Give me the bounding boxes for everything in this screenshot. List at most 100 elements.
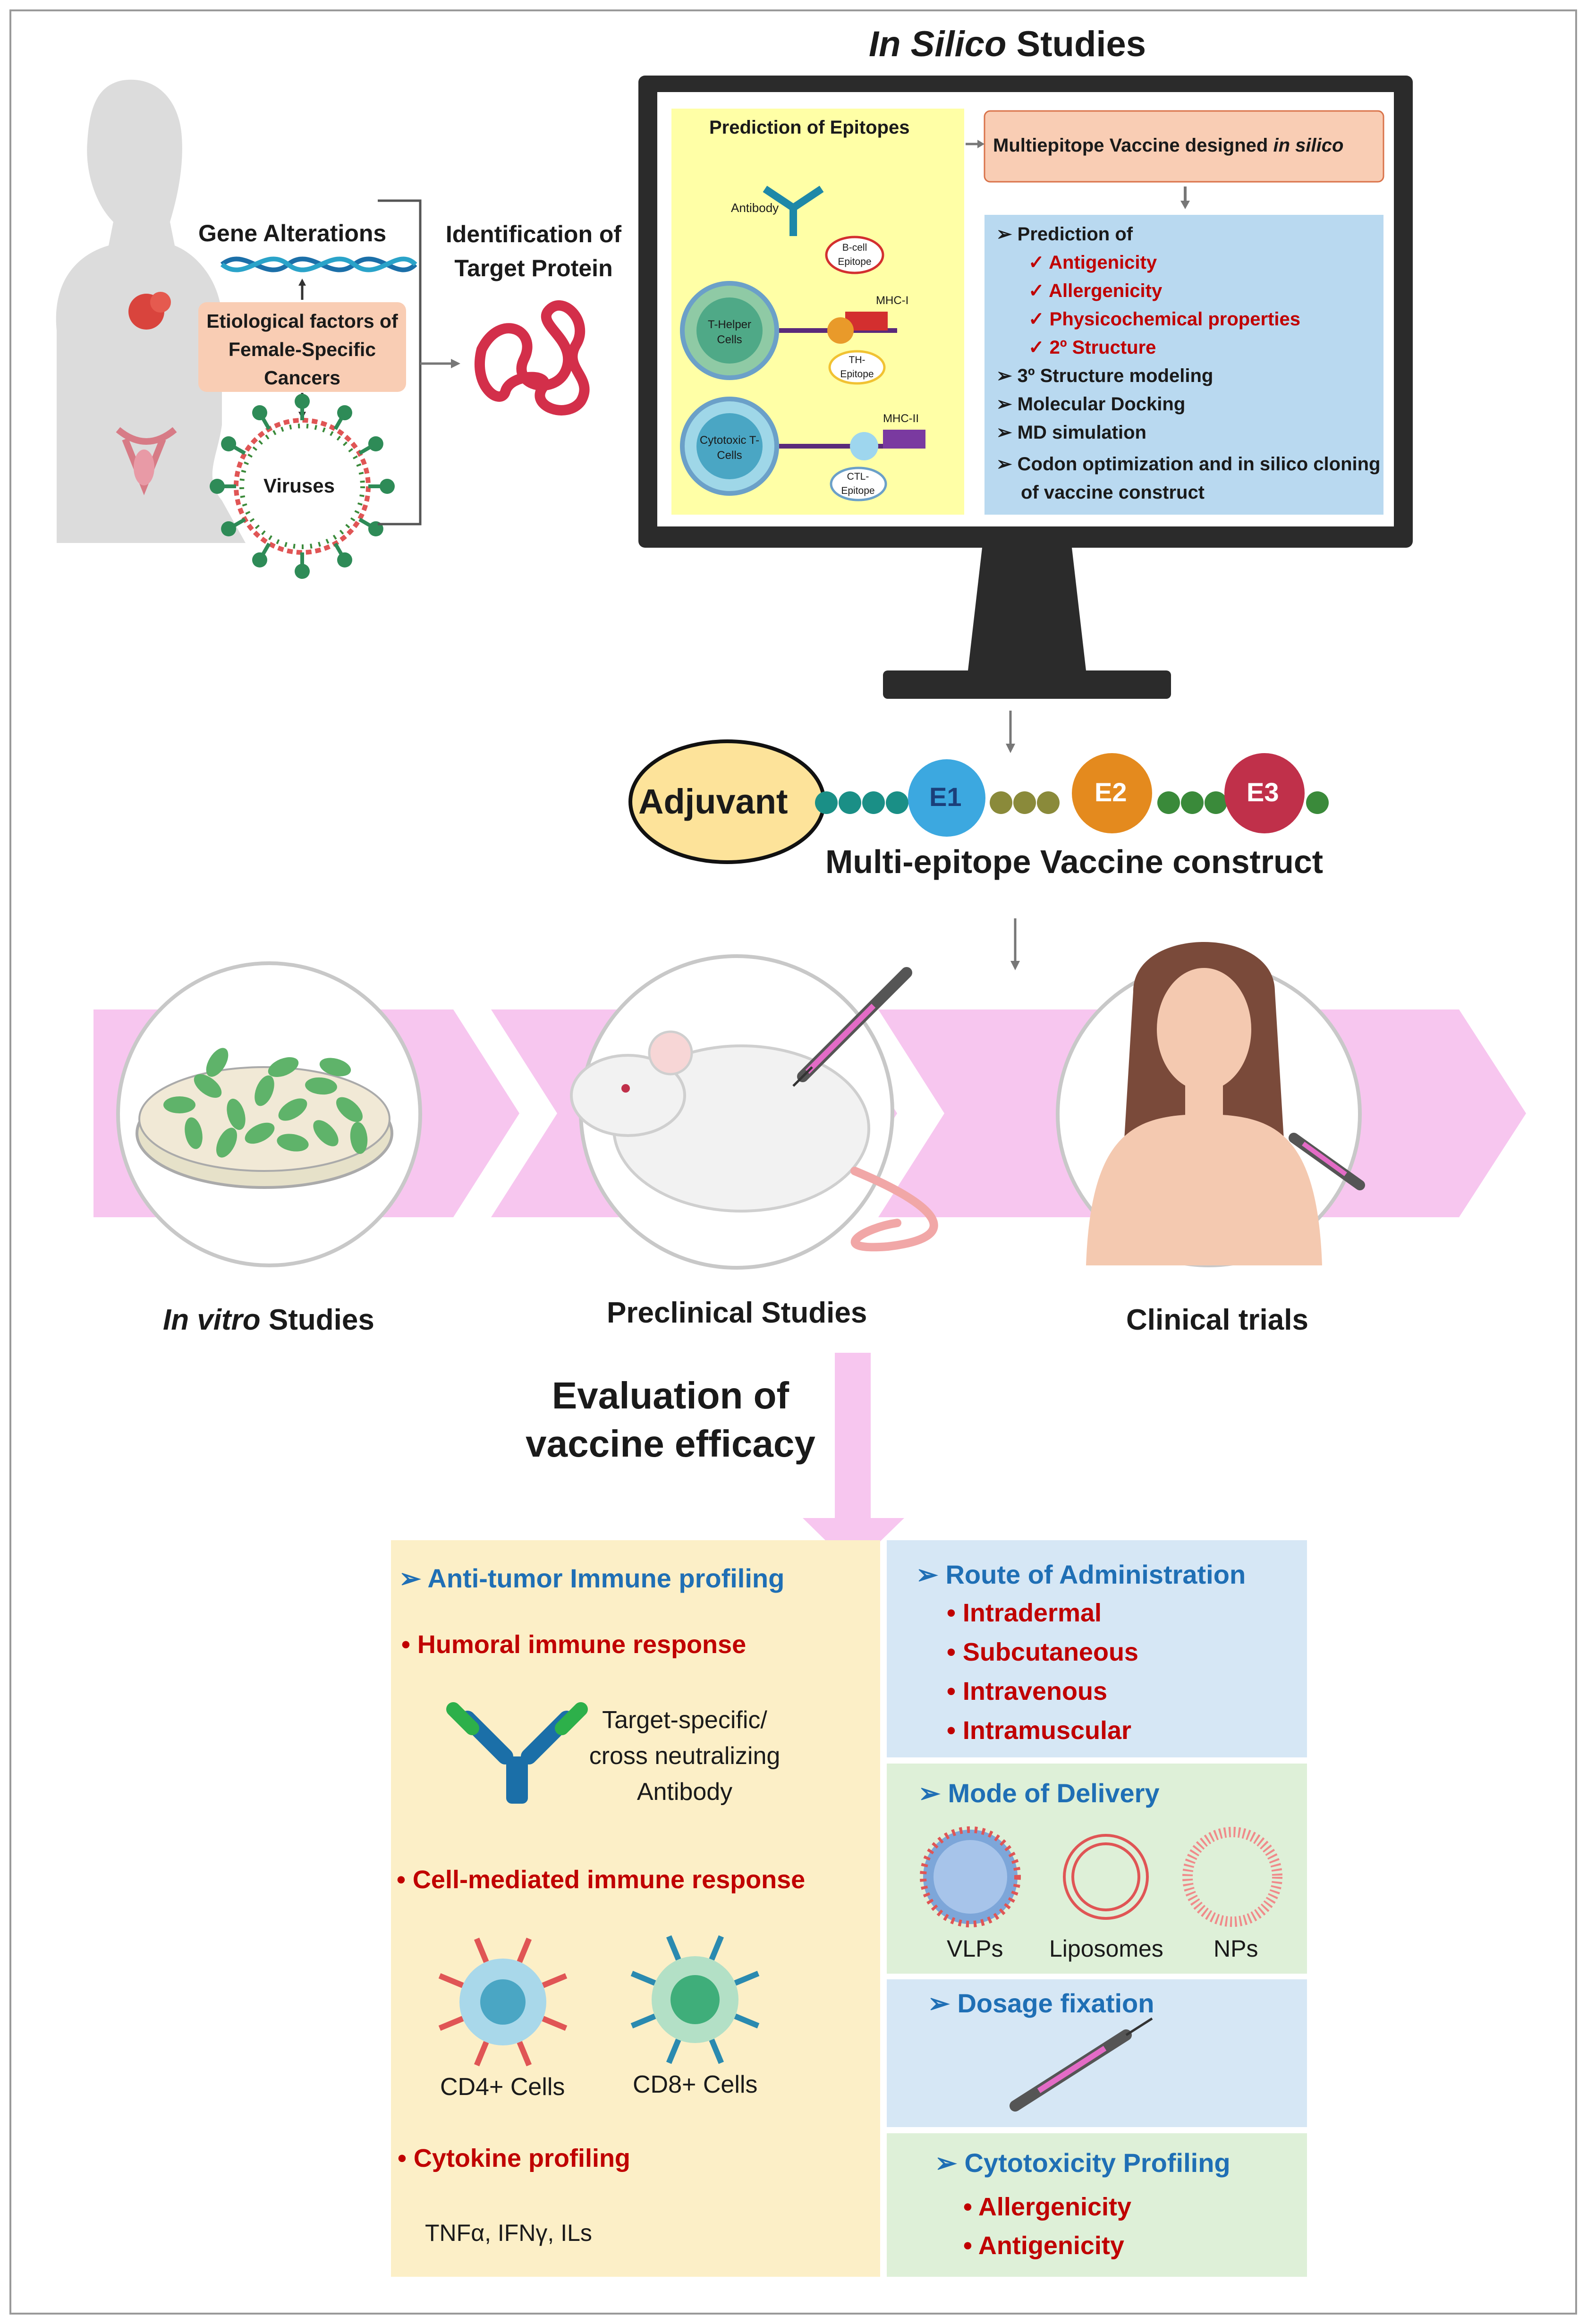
linker-bead [990,791,1012,814]
mhc2-mini-icon [779,430,925,460]
cytokine-label-text: Cytokine profiling [413,2144,630,2172]
in-vitro-label: In vitro Studies [163,1303,374,1337]
bullet-molecular-docking-text: Molecular Docking [1017,394,1186,415]
antibody-icon [446,1702,588,1804]
linker-bead [839,791,861,814]
cytokine-label: • Cytokine profiling [398,2144,630,2172]
cd4-label: CD4+ Cells [440,2073,565,2101]
t-helper-label: T-Helper Cells [707,318,752,346]
in-silico-title-rest: Studies [1016,24,1146,64]
cultured-cell [163,1096,195,1113]
cell-receptors [438,1935,760,2067]
syringe-mouse-icon [792,967,912,1087]
antibody-mini-icon [763,186,824,236]
gene-alterations-label: Gene Alterations [198,220,387,246]
route-intradermal: • Intradermal [947,1599,1102,1627]
woman-icon [1086,942,1322,1265]
linker-bead [1306,791,1329,814]
virus-spike-head [221,521,237,536]
bullet-codon-optimization: ➢ Codon optimization and in silico cloni… [996,454,1381,503]
cell-receptor [438,1973,464,1988]
route-title: ➢ Route of Administration [916,1560,1246,1589]
bullet-structure-modeling-text: 3º Structure modeling [1017,365,1214,386]
virus-spike-head [295,564,310,579]
cd8-label: CD8+ Cells [633,2071,758,2098]
viruses-label: Viruses [263,475,335,497]
check-allergenicity-text: Allergenicity [1049,280,1163,301]
adjuvant-label: Adjuvant [638,782,788,821]
cell-mediated-label-text: Cell-mediated immune response [412,1866,806,1894]
cell-receptor [630,2013,656,2029]
prediction-of-text: Prediction of [1017,224,1133,245]
humoral-label: • Humoral immune response [401,1630,747,1659]
virus-spike-head [295,394,310,409]
profiling-title: ➢ Anti-tumor Immune profiling [399,1563,785,1593]
immune-profiling-panel [391,1540,880,2277]
cultured-cell [278,1098,307,1121]
mhc2-label: MHC-II [883,412,919,425]
cultured-cell [350,1122,368,1154]
check-allergenicity: ✓ Allergenicity [1028,280,1163,301]
cell-receptor [542,2016,568,2031]
mhc1-label: MHC-I [876,294,909,307]
cultured-cell [185,1117,203,1149]
check-antigenicity: ✓ Antigenicity [1028,252,1157,273]
route-title-text: Route of Administration [945,1560,1246,1589]
in-vitro-label-italic: In vitro [163,1304,261,1336]
route-intradermal-text: Intradermal [962,1599,1102,1627]
cell-receptor [709,1935,724,1961]
antibody-description: Target-specific/ cross neutralizing Anti… [589,1706,781,1806]
cell-receptor [542,1973,568,1988]
vaccine-designed-prefix: Multiepitope Vaccine designed [993,135,1268,156]
cell-receptor [734,2013,760,2029]
cytotox-antigenicity-text: Antigenicity [978,2231,1124,2260]
linker-bead [1181,791,1204,814]
bullet-md-simulation-text: MD simulation [1017,422,1146,443]
profiling-title-text: Anti-tumor Immune profiling [427,1563,785,1593]
linker-bead [886,791,908,814]
e3-label: E3 [1247,777,1279,807]
in-silico-title: In Silico Studies [869,24,1146,65]
antibody-mini-label: Antibody [731,201,779,215]
route-panel [887,1540,1307,1757]
etiological-factors-label: Etiological factors of Female-Specific C… [206,310,398,389]
virus-spike-head [380,479,395,494]
cytotox-allergenicity-text: Allergenicity [978,2193,1132,2221]
cytokine-list: TNFα, IFNγ, ILs [425,2220,592,2246]
epitope-e2-blob [1072,753,1152,833]
preclinical-label: Preclinical Studies [607,1297,867,1329]
cultured-cell [268,1057,299,1077]
cultured-cell [194,1074,222,1098]
cultured-cells [163,1048,368,1158]
virus-spike-head [210,479,225,494]
cytotoxicity-panel [887,2133,1307,2277]
bullet-molecular-docking: ➢ Molecular Docking [996,394,1186,415]
check-physicochemical: ✓ Physicochemical properties [1028,309,1300,330]
cytotox-title-text: Cytotoxicity Profiling [964,2148,1231,2178]
route-intramuscular: • Intramuscular [947,1716,1132,1745]
dosage-syringe-icon [1010,2017,1153,2112]
humoral-label-text: Humoral immune response [417,1630,747,1659]
cytotoxic-label: Cytotoxic T-Cells [699,434,760,462]
cd4-cell-icon [459,1959,546,2045]
vaccine-designed-label: Multiepitope Vaccine designed in silico [993,135,1343,156]
ctl-epitope-label: CTL-Epitope [841,471,875,496]
evaluation-line-2: vaccine efficacy [526,1423,815,1465]
syringe-arm-icon [1289,1133,1365,1190]
cell-mediated-label: • Cell-mediated immune response [397,1866,806,1894]
cultured-cell [245,1122,275,1144]
cell-receptor [438,2016,464,2031]
cytotox-title: ➢ Cytotoxicity Profiling [935,2148,1231,2178]
dosage-title: ➢ Dosage fixation [928,1988,1154,2018]
bullet-codon-optimization-text: Codon optimization and in silico cloning… [1017,454,1381,503]
liposome-icon [1063,1834,1149,1920]
cultured-cell [216,1128,237,1158]
route-subcutaneous: • Subcutaneous [947,1638,1138,1666]
check-physicochemical-text: Physicochemical properties [1049,309,1300,330]
bullet-md-simulation: ➢ MD simulation [996,422,1146,443]
th-epitope-label: TH-Epitope [840,355,874,380]
route-intravenous-text: Intravenous [962,1677,1107,1705]
linker-bead [1157,791,1180,814]
prediction-of-epitopes-label: Prediction of Epitopes [709,117,910,138]
